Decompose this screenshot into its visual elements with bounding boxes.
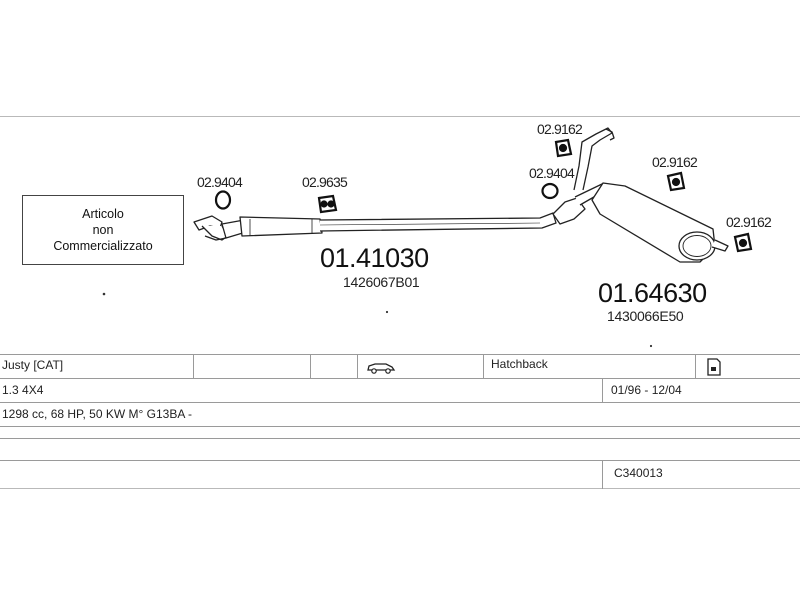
divider: [193, 355, 194, 379]
divider: [310, 355, 311, 379]
gasket-rear-icon: [541, 182, 559, 200]
rear-section-oem: 1430066E50: [607, 308, 684, 324]
middle-pipe: [221, 212, 557, 239]
hanger-top-icon: [554, 138, 573, 158]
label-hanger-top: 02.9162: [537, 121, 583, 137]
gasket-front-icon: [214, 190, 232, 210]
engine-detail: 1298 cc, 68 HP, 50 KW M° G13BA -: [2, 407, 193, 421]
divider: [483, 355, 484, 379]
body-type: Hatchback: [491, 357, 548, 371]
label-hanger-front: 02.9635: [302, 174, 348, 190]
table-row-catalog: C340013: [0, 460, 800, 489]
table-row-empty: [0, 426, 800, 438]
middle-section-oem: 1426067B01: [343, 274, 420, 290]
label-gasket-front: 02.9404: [197, 174, 243, 190]
rear-silencer: [552, 127, 729, 263]
marker-dot: [102, 292, 106, 296]
table-row-engine: 1.3 4X4 01/96 - 12/04: [0, 378, 800, 403]
label-gasket-rear: 02.9404: [529, 165, 575, 181]
notice-line-3: Commercializzato: [53, 238, 153, 253]
rear-section-code: 01.64630: [598, 278, 707, 308]
marker-dot: [385, 310, 389, 314]
hanger-front-icon: [317, 194, 338, 214]
divider: [602, 379, 603, 403]
notice-line-1: Articolo: [82, 206, 124, 221]
divider: [695, 355, 696, 379]
production-years: 01/96 - 12/04: [611, 383, 682, 397]
notice-line-2: non: [92, 222, 114, 237]
hanger-right-icon: [666, 171, 686, 192]
bottom-border: [0, 488, 800, 489]
vehicle-model: Justy [CAT]: [2, 358, 64, 372]
hanger-tail-icon: [733, 232, 753, 253]
divider: [357, 355, 358, 379]
document-icon: [707, 358, 721, 376]
exhaust-diagram: 02.9404 02.9635 02.9162 02.9404 02.9162 …: [102, 121, 773, 348]
table-row-model: Justy [CAT] Hatchback: [0, 354, 800, 379]
not-available-notice: Articolo non Commercializzato: [22, 195, 184, 265]
table-row-empty: [0, 438, 800, 460]
label-hanger-tail: 02.9162: [726, 214, 772, 230]
front-flange: [193, 215, 229, 241]
catalog-code: C340013: [614, 466, 663, 480]
label-hanger-right: 02.9162: [652, 154, 698, 170]
engine-short: 1.3 4X4: [2, 383, 44, 397]
top-border: [0, 116, 800, 117]
marker-dot: [649, 344, 653, 348]
middle-section-code: 01.41030: [320, 243, 429, 273]
car-icon: [367, 363, 396, 374]
divider: [602, 461, 603, 489]
table-row-engine-detail: 1298 cc, 68 HP, 50 KW M° G13BA -: [0, 402, 800, 426]
